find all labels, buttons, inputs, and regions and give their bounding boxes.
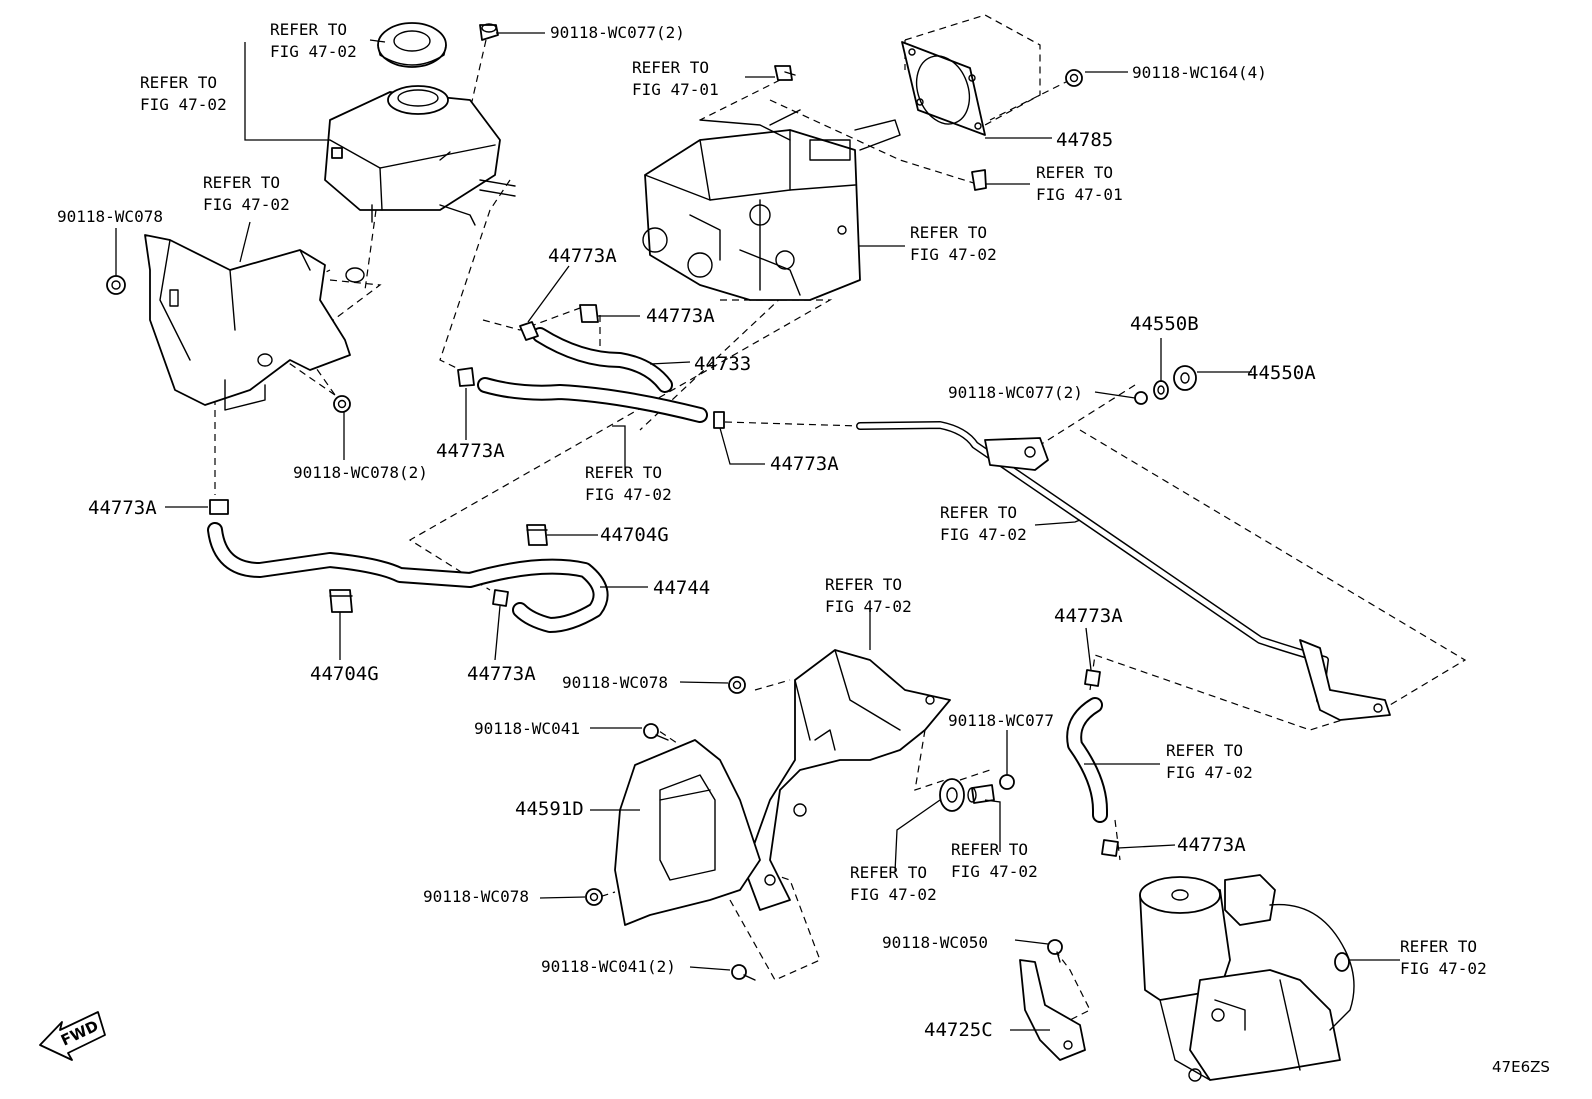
bolt-wc050 xyxy=(1047,939,1063,963)
label-refer-bracket-2: FIG 47-02 xyxy=(203,195,290,214)
fwd-arrow: FWD xyxy=(39,1011,106,1061)
nut-wc078-mid xyxy=(728,676,746,694)
nut-wc078-low xyxy=(585,888,603,906)
brake-actuator xyxy=(642,109,901,301)
label-hose-44733: 44733 xyxy=(694,353,751,375)
label-clip-g2: 44704G xyxy=(310,663,379,685)
label-refer-actuator-2: FIG 47-02 xyxy=(910,245,997,264)
nut-left xyxy=(106,275,126,295)
reservoir-tank xyxy=(324,85,516,226)
label-refer-pump-bracket-1: REFER TO xyxy=(825,575,902,594)
gasket xyxy=(901,41,986,136)
label-refer-clip-2: FIG 47-01 xyxy=(1036,185,1123,204)
label-bolt-wc077: 90118-WC077 xyxy=(948,711,1054,730)
label-refer-pump-bracket-2: FIG 47-02 xyxy=(825,597,912,616)
label-nut-wc077-2: 90118-WC077(2) xyxy=(948,383,1083,402)
label-refer-bolt-top-1: REFER TO xyxy=(632,58,709,77)
label-refer-pipe-1: REFER TO xyxy=(940,503,1017,522)
label-refer-tank-1: REFER TO xyxy=(140,73,217,92)
label-refer-cushion-1: REFER TO xyxy=(850,863,927,882)
label-refer-cap-1: REFER TO xyxy=(270,20,347,39)
label-clamp-a3: 44773A xyxy=(436,440,505,462)
label-clip-g1: 44704G xyxy=(600,524,669,546)
clip-44704g-upper xyxy=(526,524,548,546)
label-refer-pump-2: FIG 47-02 xyxy=(1400,959,1487,978)
nut-bracket-2 xyxy=(333,395,351,413)
label-nut-wc078-low: 90118-WC078 xyxy=(423,887,529,906)
label-clamp-a8: 44773A xyxy=(1177,834,1246,856)
bolt-wc041 xyxy=(643,723,669,741)
nut-4 xyxy=(1065,69,1083,87)
pump-motor xyxy=(1139,874,1355,1082)
label-refer-clip-1: REFER TO xyxy=(1036,163,1113,182)
label-bolt-top: 90118-WC077(2) xyxy=(550,23,685,42)
collar xyxy=(967,784,995,804)
hose-44733 xyxy=(532,327,673,393)
label-grommet-a: 44550A xyxy=(1247,362,1316,384)
label-clamp-a7: 44773A xyxy=(1054,605,1123,627)
label-shield: 44591D xyxy=(515,798,584,820)
label-refer-hose-1: REFER TO xyxy=(585,463,662,482)
label-refer-bracket-1: REFER TO xyxy=(203,173,280,192)
clamps xyxy=(209,304,1119,857)
label-refer-actuator-1: REFER TO xyxy=(910,223,987,242)
label-refer-collar-2: FIG 47-02 xyxy=(951,862,1038,881)
callout-labels: REFER TO FIG 47-02 90118-WC077(2) REFER … xyxy=(57,20,1550,1076)
label-clamp-a5: 44773A xyxy=(88,497,157,519)
label-refer-collar-1: REFER TO xyxy=(951,840,1028,859)
bolt-wc077 xyxy=(999,774,1015,790)
label-bolt-wc041-2: 90118-WC041(2) xyxy=(541,957,676,976)
label-refer-hose-right-2: FIG 47-02 xyxy=(1166,763,1253,782)
label-refer-cushion-2: FIG 47-02 xyxy=(850,885,937,904)
label-grommet-b: 44550B xyxy=(1130,313,1199,335)
label-nut-bracket-2: 90118-WC078(2) xyxy=(293,463,428,482)
label-bolt-wc050: 90118-WC050 xyxy=(882,933,988,952)
label-nut-wc078-mid: 90118-WC078 xyxy=(562,673,668,692)
shield-44591d xyxy=(614,739,761,926)
clip-44704g-lower xyxy=(329,589,353,613)
hose-upper-long xyxy=(477,377,708,423)
leader-lines xyxy=(115,32,1400,1031)
bracket-44725c xyxy=(1019,959,1086,1061)
label-refer-hose-right-1: REFER TO xyxy=(1166,741,1243,760)
cushion xyxy=(939,778,965,812)
reservoir-cap xyxy=(377,22,447,68)
reservoir-bracket xyxy=(144,234,365,411)
grommet-44550b xyxy=(1153,380,1169,400)
nut-wc077-2 xyxy=(1134,391,1148,405)
diagram-id-code: 47E6ZS xyxy=(1492,1058,1550,1076)
grommet-44550a xyxy=(1173,365,1197,391)
label-refer-hose-2: FIG 47-02 xyxy=(585,485,672,504)
label-nut-left: 90118-WC078 xyxy=(57,207,163,226)
label-hose-44744: 44744 xyxy=(653,577,710,599)
label-refer-pump-1: REFER TO xyxy=(1400,937,1477,956)
clip-refer xyxy=(971,169,987,191)
label-clamp-a4: 44773A xyxy=(770,453,839,475)
label-refer-tank-2: FIG 47-02 xyxy=(140,95,227,114)
hose-right xyxy=(1066,697,1108,823)
label-nut-4: 90118-WC164(4) xyxy=(1132,63,1267,82)
label-gasket: 44785 xyxy=(1056,129,1113,151)
bolt-wc041-2 xyxy=(731,964,756,981)
bolt-top-small xyxy=(479,23,499,41)
label-clamp-a1: 44773A xyxy=(548,245,617,267)
label-clamp-a2: 44773A xyxy=(646,305,715,327)
hose-44744 xyxy=(207,522,609,633)
label-bracket-c: 44725C xyxy=(924,1019,993,1041)
label-refer-bolt-top-2: FIG 47-01 xyxy=(632,80,719,99)
label-bolt-wc041: 90118-WC041 xyxy=(474,719,580,738)
bolt-top-actuator xyxy=(774,65,796,81)
label-clamp-a6: 44773A xyxy=(467,663,536,685)
label-refer-pipe-2: FIG 47-02 xyxy=(940,525,1027,544)
label-refer-cap-2: FIG 47-02 xyxy=(270,42,357,61)
brake-pipe xyxy=(856,421,1391,721)
